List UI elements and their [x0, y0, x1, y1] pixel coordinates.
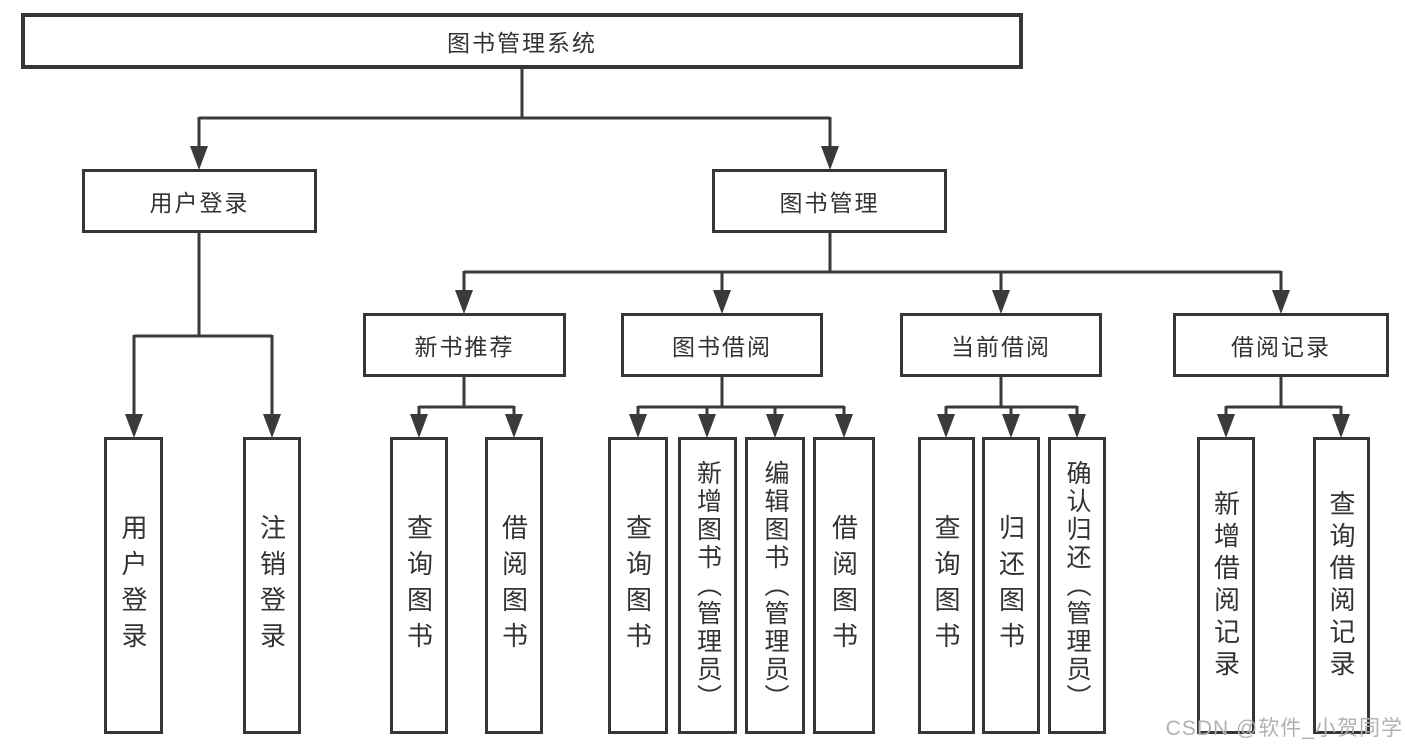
node-leaf-borrowing-query-books: 查询图书 [608, 437, 668, 734]
node-leaf-user-login: 用户登录 [104, 437, 163, 734]
csdn-watermark: CSDN @软件_小贺同学 [1165, 717, 1403, 740]
connector-root-to-branches [190, 69, 839, 170]
node-leaf-current-return-books: 归还图书 [982, 437, 1040, 734]
connector-current-borrowing-children [937, 377, 1086, 438]
connector-records-children [1217, 377, 1350, 438]
arrowhead [125, 414, 143, 438]
node-section-book-borrowing: 图书借阅 [621, 313, 823, 377]
arrowhead [821, 146, 839, 170]
arrowhead [1272, 290, 1290, 314]
connector-book-borrowing-children [629, 377, 853, 438]
connector-user-login-children [125, 233, 281, 438]
arrowhead [766, 414, 784, 438]
arrowhead [190, 146, 208, 170]
arrowhead [1217, 414, 1235, 438]
arrowhead [713, 290, 731, 314]
arrowhead [410, 414, 428, 438]
node-section-borrowing-records: 借阅记录 [1173, 313, 1389, 377]
node-root: 图书管理系统 [21, 13, 1023, 69]
arrowhead [1002, 414, 1020, 438]
node-leaf-current-confirm-return-admin: 确认归还（管理员） [1048, 437, 1106, 734]
node-leaf-logout: 注销登录 [243, 437, 301, 734]
node-leaf-recommend-borrow-books: 借阅图书 [485, 437, 543, 734]
arrowhead [937, 414, 955, 438]
arrowhead [629, 414, 647, 438]
node-leaf-records-query-record: 查询借阅记录 [1313, 437, 1370, 734]
arrowhead [1068, 414, 1086, 438]
arrowhead [698, 414, 716, 438]
node-section-new-book-recommend: 新书推荐 [363, 313, 566, 377]
node-leaf-recommend-query-books: 查询图书 [390, 437, 448, 734]
connector-book-management-sections [455, 233, 1290, 314]
node-branch-book-management: 图书管理 [712, 169, 947, 233]
node-section-current-borrowing: 当前借阅 [900, 313, 1102, 377]
arrowhead [1332, 414, 1350, 438]
arrowhead [455, 290, 473, 314]
arrowhead [505, 414, 523, 438]
arrowhead [263, 414, 281, 438]
node-leaf-borrowing-borrow-books: 借阅图书 [813, 437, 875, 734]
node-leaf-borrowing-add-books-admin: 新增图书（管理员） [678, 437, 737, 734]
arrowhead [992, 290, 1010, 314]
connector-new-book-children [410, 377, 523, 438]
node-leaf-borrowing-edit-books-admin: 编辑图书（管理员） [745, 437, 805, 734]
node-leaf-current-query-books: 查询图书 [918, 437, 975, 734]
node-branch-user-login: 用户登录 [82, 169, 317, 233]
node-leaf-records-add-record: 新增借阅记录 [1197, 437, 1255, 734]
arrowhead [835, 414, 853, 438]
